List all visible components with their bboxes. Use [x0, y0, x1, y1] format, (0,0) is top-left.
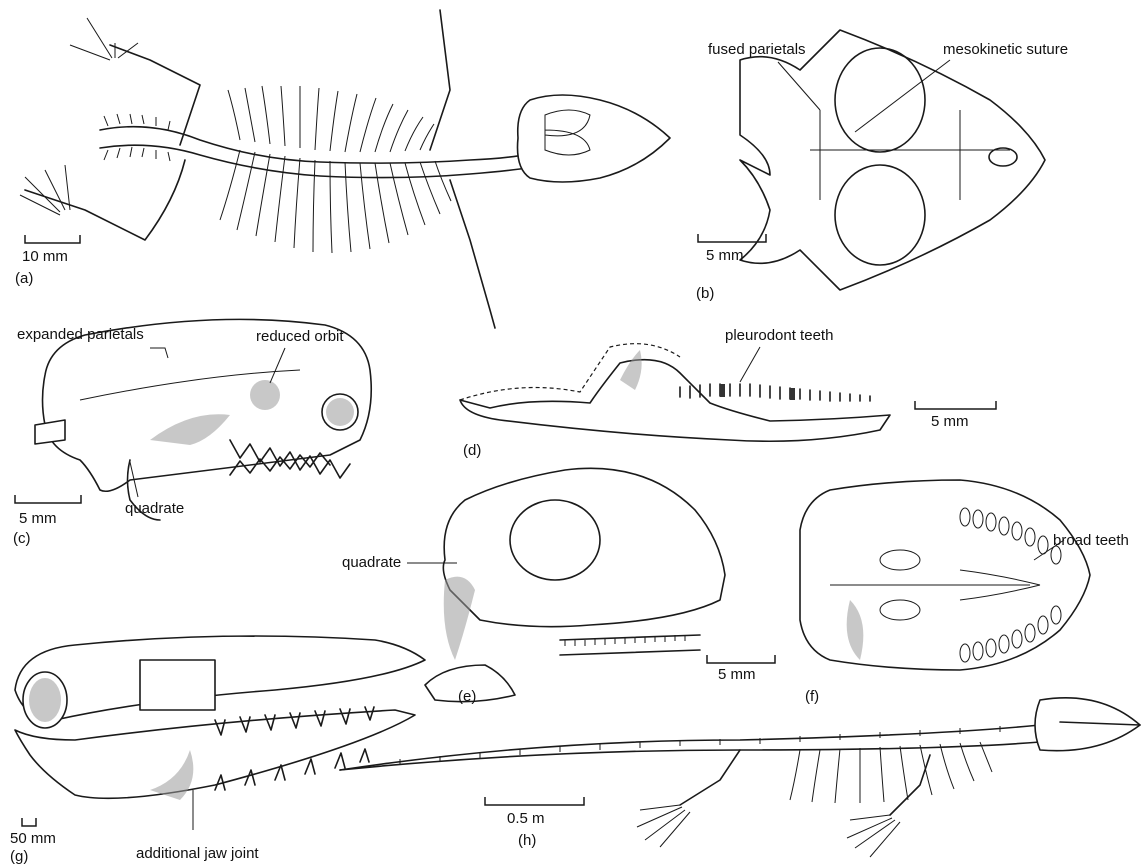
mesokinetic-suture-label: mesokinetic suture — [943, 41, 1068, 58]
broad-teeth-label: broad teeth — [1053, 532, 1129, 549]
pleurodont-teeth-label: pleurodont teeth — [725, 327, 833, 344]
panel-e-scale-label: 5 mm — [718, 666, 756, 683]
reduced-orbit-label: reduced orbit — [256, 328, 344, 345]
mosasaur-skull-drawing — [15, 636, 425, 800]
panel-c-scale-label: 5 mm — [19, 510, 57, 527]
panel-h-letter: (h) — [518, 832, 536, 849]
fused-parietals-label: fused parietals — [708, 41, 806, 58]
panel-h-scale-label: 0.5 m — [507, 810, 545, 827]
skull-lateral-c-drawing — [35, 319, 371, 520]
panel-a-scale-label: 10 mm — [22, 248, 68, 265]
expanded-parietals-label: expanded parietals — [17, 326, 144, 343]
additional-jaw-joint-label: additional jaw joint — [136, 845, 259, 862]
lower-jaw-d-drawing — [460, 344, 890, 442]
lizard-skeleton-drawing — [20, 10, 670, 328]
panel-g-letter: (g) — [10, 848, 28, 865]
quadrate-c-label: quadrate — [125, 500, 184, 517]
panel-b-scale-label: 5 mm — [706, 247, 744, 264]
panel-d-letter: (d) — [463, 442, 481, 459]
skull-lateral-e-drawing — [425, 468, 725, 701]
panel-d-scale-label: 5 mm — [931, 413, 969, 430]
panel-g-scale-label: 50 mm — [10, 830, 56, 847]
panel-f-letter: (f) — [805, 688, 819, 705]
skull-dorsal-drawing — [740, 30, 1045, 290]
panel-c-letter: (c) — [13, 530, 31, 547]
panel-a-letter: (a) — [15, 270, 33, 287]
skull-ventral-f-drawing — [800, 480, 1090, 670]
panel-e-letter: (e) — [458, 688, 476, 705]
panel-b-letter: (b) — [696, 285, 714, 302]
mosasaur-skeleton-drawing — [340, 698, 1140, 857]
quadrate-e-label: quadrate — [342, 554, 401, 571]
